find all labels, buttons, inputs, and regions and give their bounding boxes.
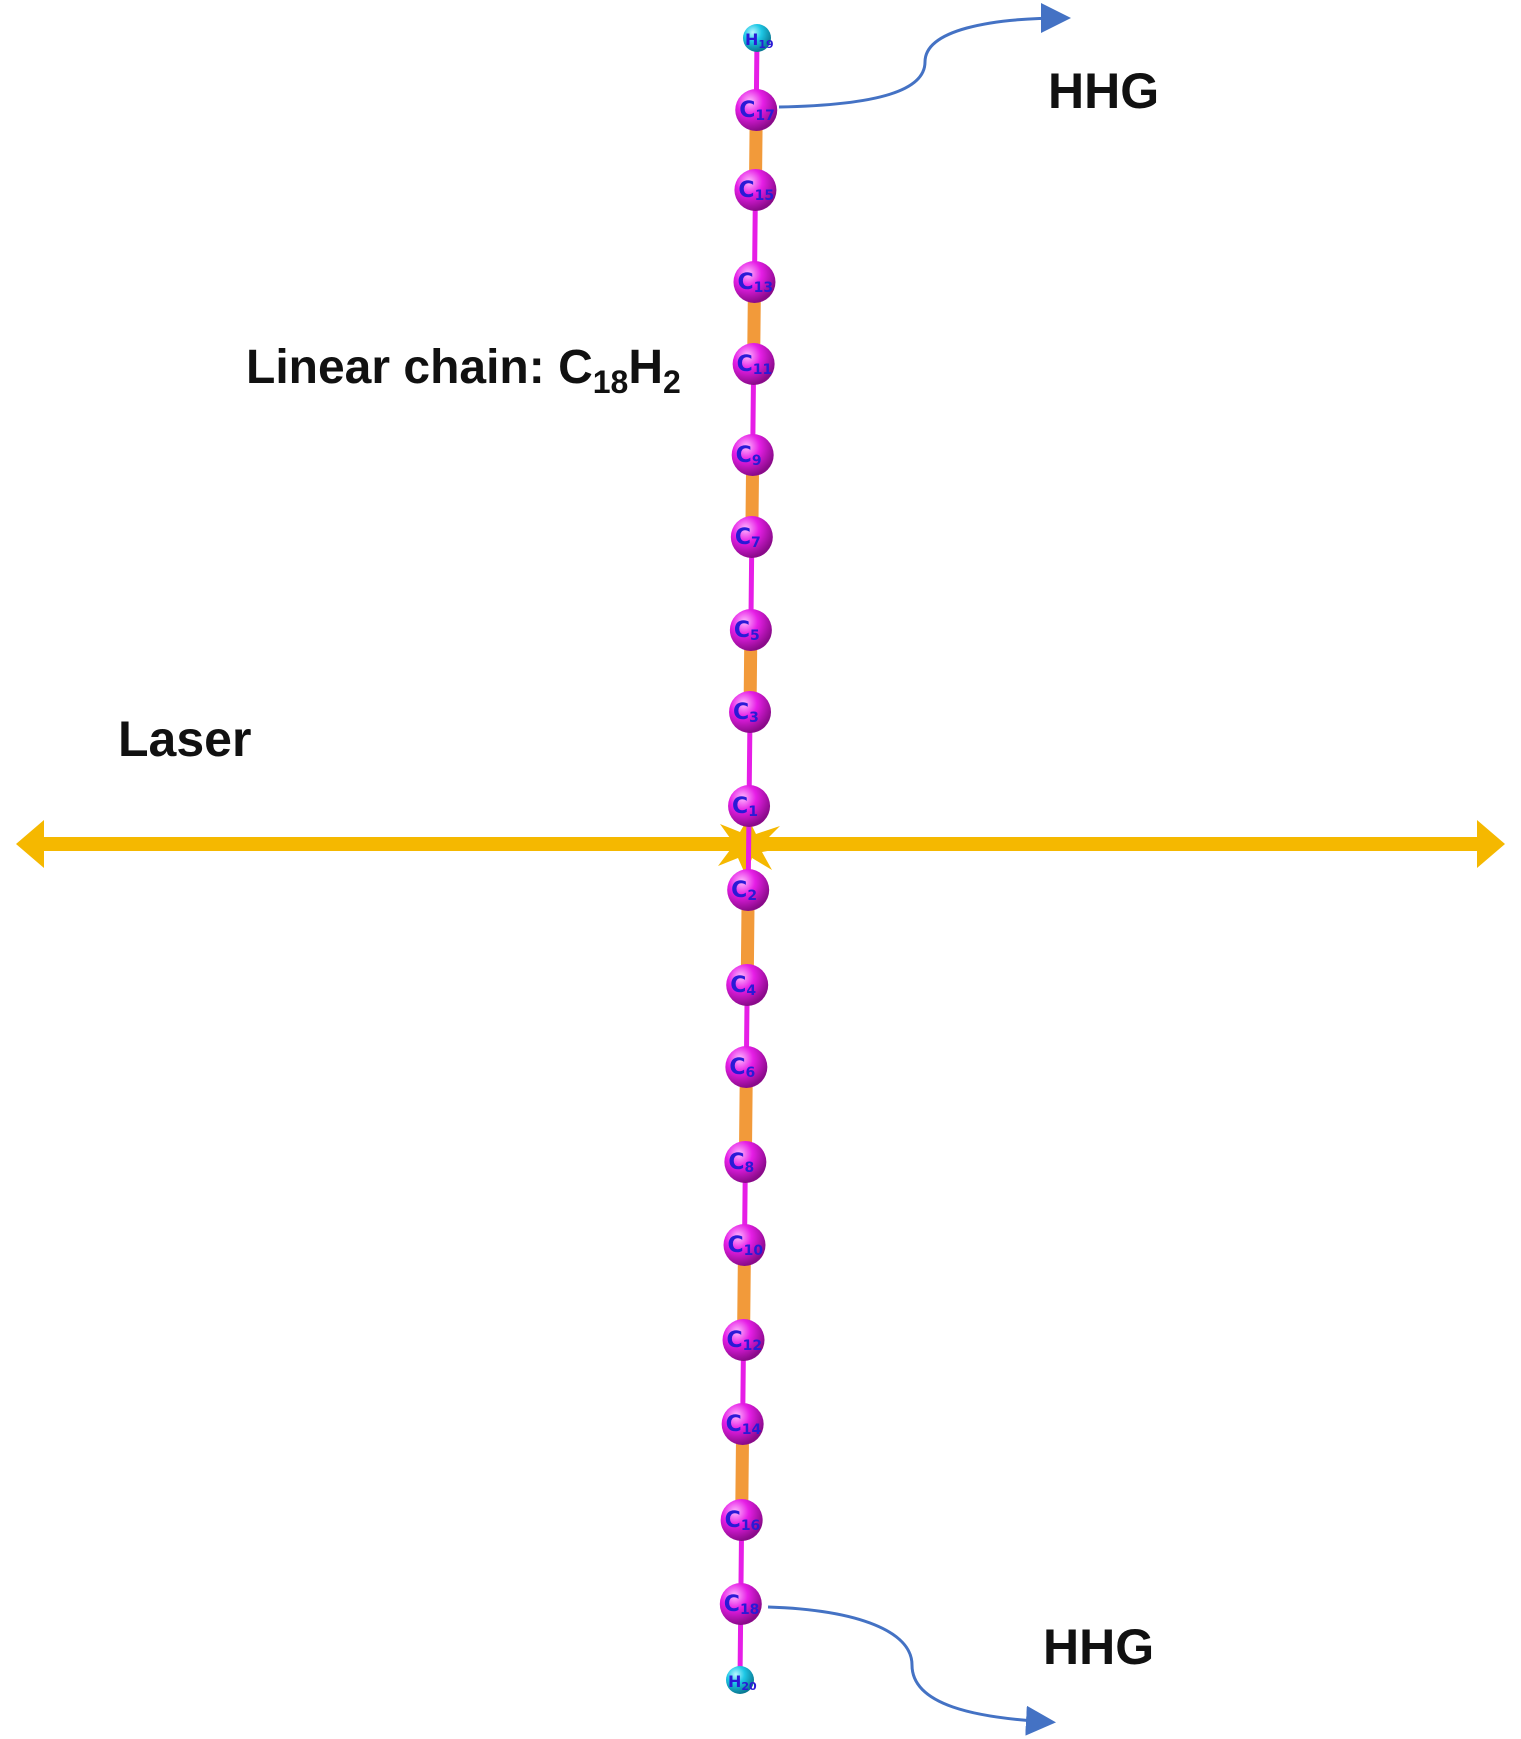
atom-label: C13 — [737, 270, 773, 296]
hydrogen-sphere — [726, 1666, 754, 1694]
atom-label: C5 — [734, 618, 760, 644]
laser-arrow — [16, 818, 1505, 876]
carbon-sphere — [723, 1224, 766, 1266]
hhg-bottom-label: HHG — [1043, 1619, 1154, 1675]
atom-c1: C1 — [728, 785, 771, 827]
atom-label: C1 — [732, 794, 758, 820]
molecule-title-prefix: Linear chain: C — [246, 341, 593, 394]
hhg-top-arrow — [778, 3, 1071, 109]
carbon-sphere — [722, 1319, 765, 1361]
atom-c6: C6 — [725, 1046, 768, 1088]
carbon-sphere — [734, 169, 777, 211]
carbon-sphere — [731, 434, 774, 476]
atom-label: C17 — [739, 98, 775, 124]
atom-c11: C11 — [732, 343, 775, 385]
atom-label: C3 — [733, 700, 759, 726]
molecule-title-mid: H — [628, 341, 663, 394]
carbon-sphere — [729, 691, 772, 733]
atom-c4: C4 — [726, 964, 769, 1006]
atom-label: C8 — [728, 1150, 754, 1176]
atom-label: C4 — [730, 973, 756, 999]
carbon-sphere — [732, 343, 775, 385]
atom-label: C2 — [731, 878, 757, 904]
atom-c14: C14 — [721, 1403, 764, 1445]
atom-c13: C13 — [733, 261, 776, 303]
atom-label: C18 — [724, 1592, 760, 1618]
hhg-bottom-arrow — [767, 1605, 1056, 1736]
hhg-top-label: HHG — [1048, 63, 1159, 119]
atom-c15: C15 — [734, 169, 777, 211]
atom-label: C6 — [729, 1055, 755, 1081]
atom-c18: C18 — [719, 1583, 762, 1625]
molecule-title-sub2: 2 — [663, 364, 681, 400]
atom-c8: C8 — [724, 1141, 767, 1183]
atom-label: C16 — [725, 1508, 761, 1534]
carbon-sphere — [727, 869, 770, 911]
laser-label: Laser — [118, 711, 251, 767]
carbon-sphere — [719, 1583, 762, 1625]
atom-c12: C12 — [722, 1319, 765, 1361]
molecule-title: Linear chain: C18H2 — [246, 341, 681, 400]
carbon-sphere — [728, 785, 771, 827]
carbon-sphere — [729, 609, 772, 651]
atom-c17: C17 — [735, 89, 778, 131]
carbon-sphere — [733, 261, 776, 303]
carbon-sphere — [720, 1499, 763, 1541]
molecule-title-sub1: 18 — [593, 364, 629, 400]
atom-label: C15 — [738, 178, 774, 204]
atom-label: C7 — [735, 525, 761, 551]
carbon-sphere — [725, 1046, 768, 1088]
atom-h20: H20 — [726, 1666, 757, 1694]
carbon-sphere — [730, 516, 773, 558]
atom-c9: C9 — [731, 434, 774, 476]
atom-c2: C2 — [727, 869, 770, 911]
atom-label: H19 — [745, 30, 774, 51]
atom-c10: C10 — [723, 1224, 766, 1266]
carbon-sphere — [721, 1403, 764, 1445]
carbon-sphere — [724, 1141, 767, 1183]
carbon-sphere — [726, 964, 769, 1006]
atom-c7: C7 — [730, 516, 773, 558]
atom-c16: C16 — [720, 1499, 763, 1541]
atom-label: H20 — [728, 1672, 757, 1693]
atom-c5: C5 — [729, 609, 772, 651]
carbon-sphere — [735, 89, 778, 131]
atom-label: C9 — [736, 443, 762, 469]
atom-label: C10 — [728, 1233, 764, 1259]
atoms-layer: H19C17C15C13C11C9C7C5C3C1C2C4C6C8C10C12C… — [719, 24, 778, 1694]
atom-h19: H19 — [743, 24, 774, 52]
atom-label: C12 — [727, 1328, 763, 1354]
hydrogen-sphere — [743, 24, 771, 52]
atom-label: C14 — [726, 1412, 762, 1438]
atom-label: C11 — [737, 352, 773, 378]
atom-c3: C3 — [729, 691, 772, 733]
